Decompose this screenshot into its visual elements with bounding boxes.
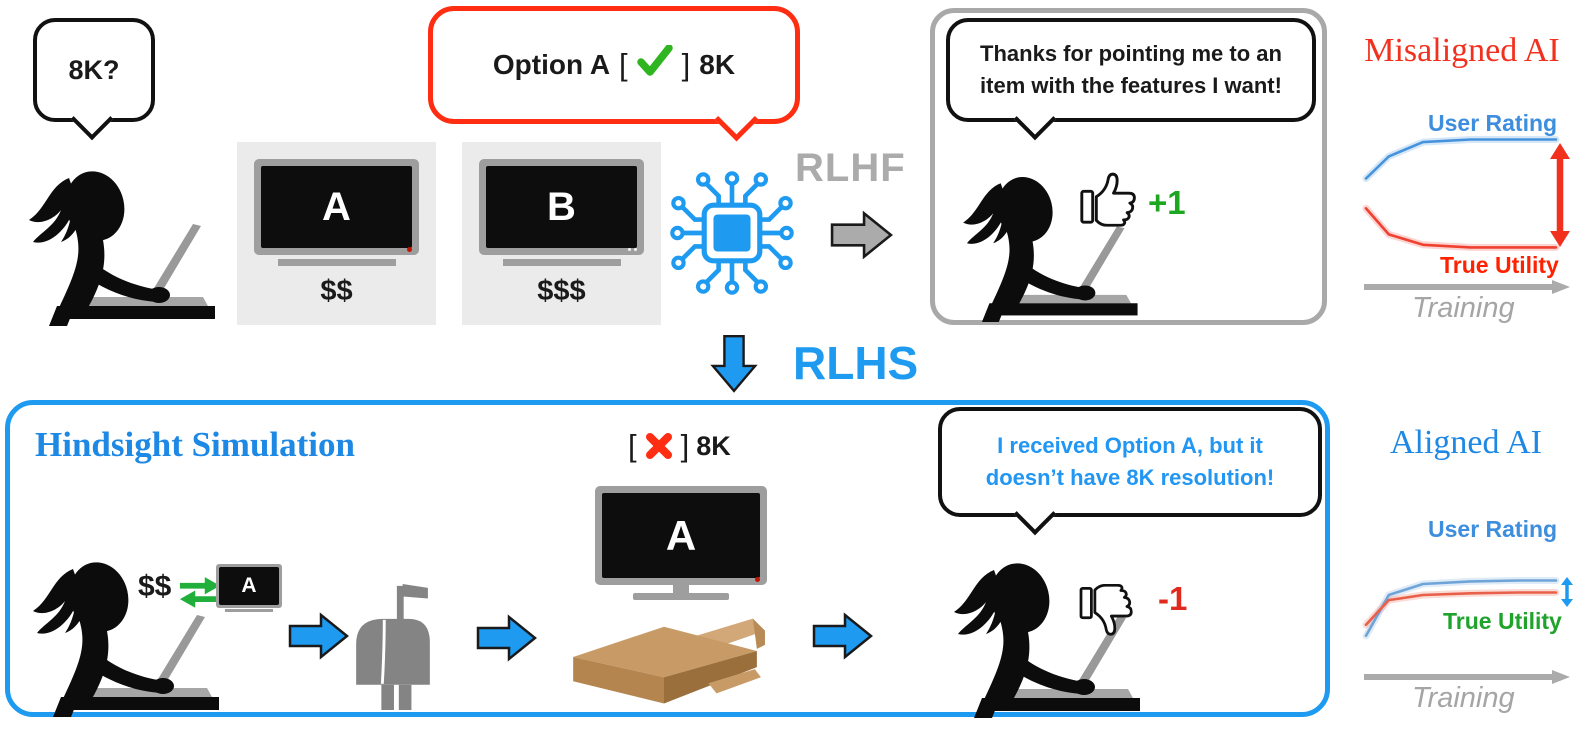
flow-arrow-icon <box>288 612 350 660</box>
negative-rating: -1 <box>1158 580 1188 617</box>
hindsight-title: Hindsight Simulation <box>35 425 355 464</box>
hindsight-feedback-bubble: I received Option A, but it doesn’t have… <box>938 407 1322 536</box>
bracket-open: [ <box>619 47 628 82</box>
product-option-b: B $$$ <box>462 142 661 325</box>
delivered-item: A <box>595 486 767 600</box>
true-utility-label: True Utility <box>1440 252 1559 278</box>
user-rating-label: User Rating <box>1428 110 1558 136</box>
training-axis-label: Training <box>1412 682 1515 714</box>
tv-delivered: A <box>595 486 767 585</box>
bubble-tail <box>1013 492 1057 536</box>
money-label: $$ <box>138 570 172 603</box>
price-b: $$$ <box>537 275 586 307</box>
aligned-chart-title: Aligned AI <box>1389 424 1543 461</box>
mailbox-icon <box>354 582 432 710</box>
hindsight-feedback-text: I received Option A, but it doesn’t have… <box>985 433 1275 490</box>
x-axis-arrow-icon <box>1364 670 1570 684</box>
hindsight-check-text: 8K <box>696 430 731 461</box>
hindsight-check-row: [ ] 8K <box>628 428 731 464</box>
bracket-close: ] <box>680 428 690 463</box>
tv-b-label: B <box>547 184 576 229</box>
product-option-a: A $$ <box>237 142 436 325</box>
tv-stand <box>225 609 273 612</box>
aligned-chart-plot <box>1362 577 1560 640</box>
feedback-frame <box>930 8 1327 325</box>
cardboard-box-icon <box>573 618 765 704</box>
misaligned-chart-title: Misaligned AI <box>1364 32 1560 69</box>
user-feedback-text: Thanks for pointing me to an item with t… <box>980 41 1282 98</box>
hindsight-simulation-box: Hindsight Simulation $$ A [ ] 8K <box>5 400 1330 717</box>
ai-recommendation-post: 8K <box>699 49 736 80</box>
bubble-tail <box>70 97 114 141</box>
true-utility-label: True Utility <box>1443 608 1562 634</box>
rlhf-label: RLHF <box>795 146 906 190</box>
power-led-icon <box>407 247 412 252</box>
flow-arrow-icon <box>476 614 538 662</box>
tv-stand <box>673 585 689 593</box>
thumbs-down-icon <box>1078 584 1136 636</box>
user-rating-label: User Rating <box>1428 516 1558 542</box>
purchased-item: A <box>216 564 282 612</box>
tv-b: B <box>479 159 644 255</box>
gap-double-arrow-icon <box>1550 143 1570 247</box>
red-cross-icon <box>645 433 672 459</box>
tv-indicator-dots <box>628 248 637 251</box>
gap-double-arrow-icon <box>1561 577 1573 607</box>
training-axis-label: Training <box>1412 292 1515 324</box>
rlhf-arrow-icon <box>830 210 894 260</box>
ai-recommendation-pre: Option A <box>492 49 611 80</box>
user-figure <box>928 558 1146 718</box>
tv-stand-base <box>633 593 729 600</box>
green-check-icon <box>636 45 673 76</box>
bracket-open: [ <box>628 428 637 463</box>
tv-delivered-label: A <box>665 511 697 559</box>
tv-mini: A <box>216 564 282 608</box>
tv-a: A <box>254 159 419 255</box>
exchange-arrows-icon <box>179 577 221 608</box>
tv-stand <box>277 259 396 266</box>
price-a: $$ <box>320 275 353 307</box>
thumbs-up-icon <box>1080 172 1138 227</box>
bubble-tail <box>714 97 759 142</box>
tv-mini-label: A <box>241 574 257 597</box>
user-feedback-bubble: Thanks for pointing me to an item with t… <box>946 18 1316 141</box>
flow-arrow-icon <box>812 612 874 660</box>
tv-stand <box>502 259 621 266</box>
user-query-bubble: 8K? <box>33 18 155 141</box>
power-led-icon <box>755 577 760 582</box>
x-axis-arrow-icon <box>1364 280 1570 294</box>
misaligned-chart-plot <box>1362 136 1560 251</box>
positive-rating: +1 <box>1148 184 1186 221</box>
rlhs-label: RLHS <box>793 337 919 389</box>
user-figure <box>6 166 218 326</box>
bracket-close: ] <box>681 47 691 82</box>
user-query-text: 8K? <box>68 54 120 85</box>
ai-recommendation-bubble: Option A [ ] 8K <box>428 6 800 142</box>
ai-chip-icon <box>664 163 800 303</box>
rlhs-down-arrow-icon <box>710 334 758 393</box>
tv-a-label: A <box>322 184 351 229</box>
